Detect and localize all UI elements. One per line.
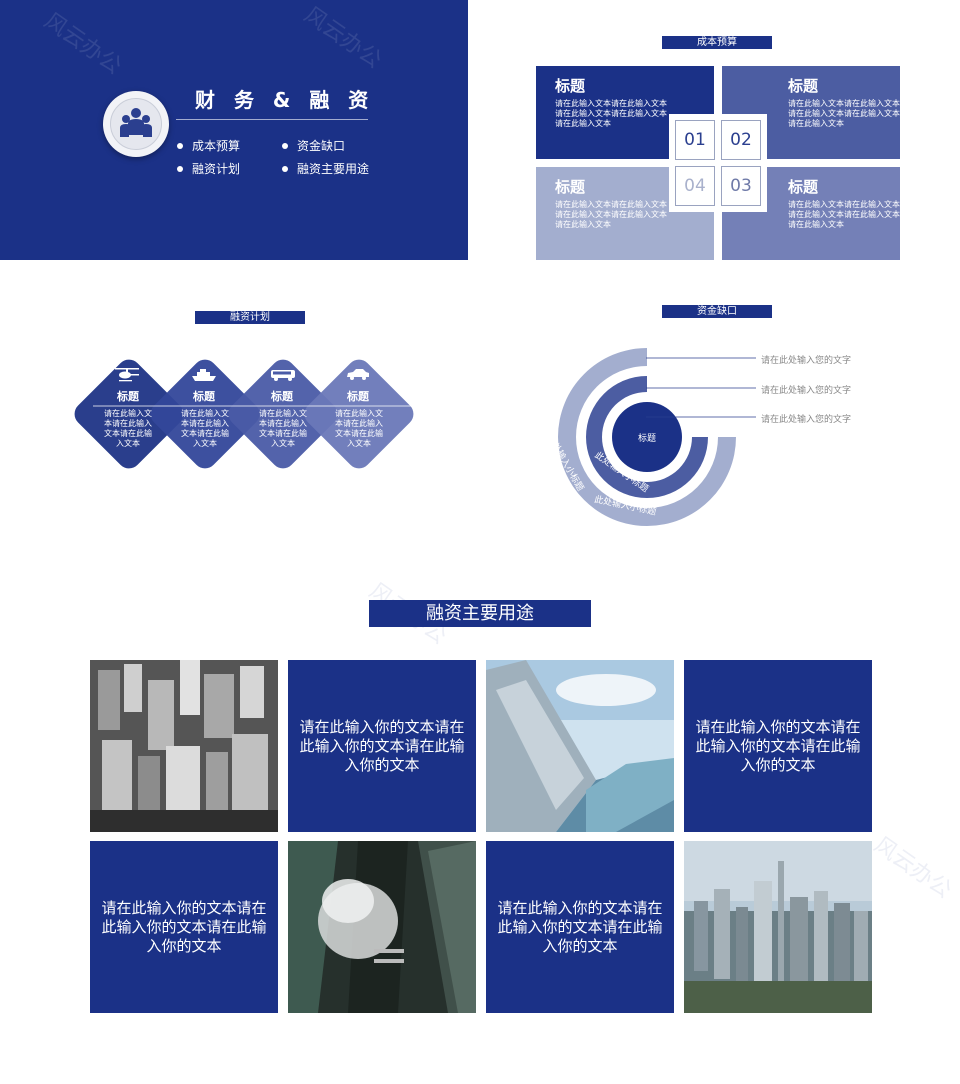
glass-building-image bbox=[486, 660, 674, 832]
bus-icon bbox=[271, 370, 295, 381]
section-label-funding-gap: 资金缺口 bbox=[662, 305, 772, 318]
plan-item: 标题 bbox=[271, 390, 293, 403]
cost-card: 标题 请在此输入文本请在此输入文本请在此输入文本请在此输入文本请在此输入文本 bbox=[722, 167, 900, 260]
watermark: 风云办公 bbox=[39, 8, 126, 80]
city-skyline-image bbox=[684, 841, 872, 1013]
ship-icon bbox=[192, 369, 216, 381]
agenda-item: 融资计划 bbox=[177, 160, 240, 177]
diamond-shape bbox=[150, 359, 260, 469]
ring-center bbox=[612, 402, 682, 472]
city-aerial-bw-image bbox=[90, 660, 278, 832]
cost-card: 标题 请在此输入文本请在此输入文本请在此输入文本请在此输入文本请在此输入文本 bbox=[536, 66, 714, 159]
callout-text: 请在此处输入您的文字 bbox=[761, 386, 852, 396]
watermark: 风云办公 bbox=[869, 832, 956, 904]
diamond-shape bbox=[304, 359, 414, 469]
text-tile: 请在此输入你的文本请在此输入你的文本请在此输入你的文本 bbox=[486, 841, 674, 1013]
diamond-row bbox=[74, 359, 416, 469]
section-label-financing-plan: 融资计划 bbox=[195, 311, 305, 324]
plan-item-body: 请在此输入文本请在此输入文本请在此输入文本 bbox=[104, 409, 152, 448]
section-label-main-uses: 融资主要用途 bbox=[369, 600, 591, 627]
text-tile: 请在此输入你的文本请在此输入你的文本请在此输入你的文本 bbox=[288, 660, 476, 832]
cover-title: 财 务 & 融 资 bbox=[195, 88, 375, 112]
callout-text: 请在此处输入您的文字 bbox=[761, 415, 852, 425]
diamond-shape bbox=[74, 359, 184, 469]
agenda-item: 成本预算 bbox=[177, 137, 240, 154]
section-label-cost-budget: 成本预算 bbox=[662, 36, 772, 49]
number-box: 03 bbox=[721, 166, 761, 206]
diamond-shape bbox=[228, 359, 338, 469]
plan-item-body: 请在此输入文本请在此输入文本请在此输入文本 bbox=[259, 409, 307, 448]
ring-center-label: 标题 bbox=[637, 434, 656, 444]
agenda-item: 资金缺口 bbox=[282, 137, 345, 154]
plan-item-body: 请在此输入文本请在此输入文本请在此输入文本 bbox=[335, 409, 383, 448]
plan-item: 标题 bbox=[117, 390, 139, 403]
helicopter-icon bbox=[115, 368, 139, 382]
title-divider bbox=[176, 119, 368, 120]
text-tile: 请在此输入你的文本请在此输入你的文本请在此输入你的文本 bbox=[684, 660, 872, 832]
number-box: 01 bbox=[675, 120, 715, 160]
car-icon bbox=[347, 369, 369, 380]
plan-item-body: 请在此输入文本请在此输入文本请在此输入文本 bbox=[181, 409, 229, 448]
cover-slide: 风云办公 风云办公 财 务 & 融 资 成本预算 资金缺口 融资计划 融资主要用… bbox=[0, 0, 468, 260]
number-box: 02 bbox=[721, 120, 761, 160]
number-box: 04 bbox=[675, 166, 715, 206]
plan-item: 标题 bbox=[347, 390, 369, 403]
watermark: 风云办公 bbox=[299, 2, 386, 74]
ring-diagram bbox=[558, 348, 736, 526]
callout-text: 请在此处输入您的文字 bbox=[761, 356, 852, 366]
bullet-dot bbox=[177, 165, 183, 172]
callout-lines bbox=[646, 357, 756, 418]
bullet-dot bbox=[282, 165, 288, 172]
agenda-item: 融资主要用途 bbox=[282, 160, 369, 177]
plan-item: 标题 bbox=[193, 390, 215, 403]
bullet-dot bbox=[177, 142, 183, 149]
people-icon-badge bbox=[103, 91, 169, 157]
text-tile: 请在此输入你的文本请在此输入你的文本请在此输入你的文本 bbox=[90, 841, 278, 1013]
bullet-dot bbox=[282, 142, 288, 149]
people-icon bbox=[120, 108, 152, 137]
street-aerial-image bbox=[288, 841, 476, 1013]
